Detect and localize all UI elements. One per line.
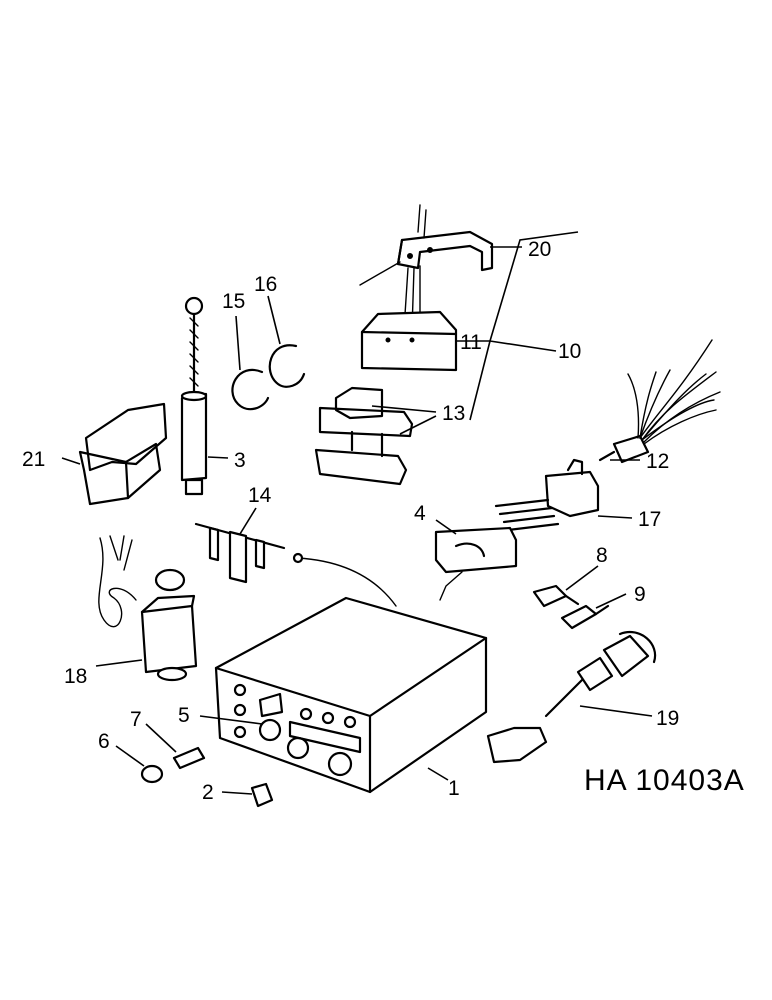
part-21-housing	[78, 402, 168, 506]
part-19-cable	[486, 631, 657, 764]
part-6-knob	[140, 764, 164, 784]
callout-17: 17	[638, 508, 661, 531]
callout-9: 9	[634, 583, 646, 606]
drawing-number: HA 10403A	[584, 764, 745, 797]
callout-3: 3	[234, 449, 246, 472]
callouts: 20 11 10 15 16 13 21 3 12 14 4 17 8 9 18…	[22, 238, 679, 804]
part-4-sensor-block	[292, 526, 518, 607]
part-14-terminal	[194, 522, 286, 584]
part-20-bracket	[359, 204, 494, 286]
part-3-sensor	[180, 296, 208, 496]
callout-8: 8	[596, 544, 608, 567]
callout-5: 5	[178, 704, 190, 727]
callout-18: 18	[64, 665, 87, 688]
part-8-fitting	[532, 584, 580, 608]
part-7-knob	[172, 746, 206, 770]
leader-lines	[61, 231, 653, 795]
callout-19: 19	[656, 707, 679, 730]
part-18-solenoid	[98, 535, 198, 682]
callout-10: 10	[558, 340, 581, 363]
callout-20: 20	[528, 238, 551, 261]
callout-4: 4	[414, 502, 426, 525]
part-17-connector	[494, 458, 600, 532]
callout-7: 7	[130, 708, 142, 731]
callout-1: 1	[448, 777, 460, 800]
callout-12: 12	[646, 450, 669, 473]
part-9-fitting	[560, 604, 610, 630]
callout-14: 14	[248, 484, 272, 507]
callout-11: 11	[460, 331, 482, 354]
callout-6: 6	[98, 730, 110, 753]
part-13-relay	[314, 386, 414, 486]
part-2-knob	[250, 782, 274, 808]
part-1-console	[214, 596, 488, 794]
callout-21: 21	[22, 448, 45, 471]
part-15-snap-ring	[231, 368, 270, 411]
callout-13: 13	[442, 402, 465, 425]
part-11-module	[360, 265, 458, 372]
callout-16: 16	[254, 273, 277, 296]
callout-15: 15	[222, 290, 245, 313]
part-12-harness	[598, 339, 721, 464]
callout-2: 2	[202, 781, 214, 804]
part-16-snap-ring	[268, 344, 306, 388]
